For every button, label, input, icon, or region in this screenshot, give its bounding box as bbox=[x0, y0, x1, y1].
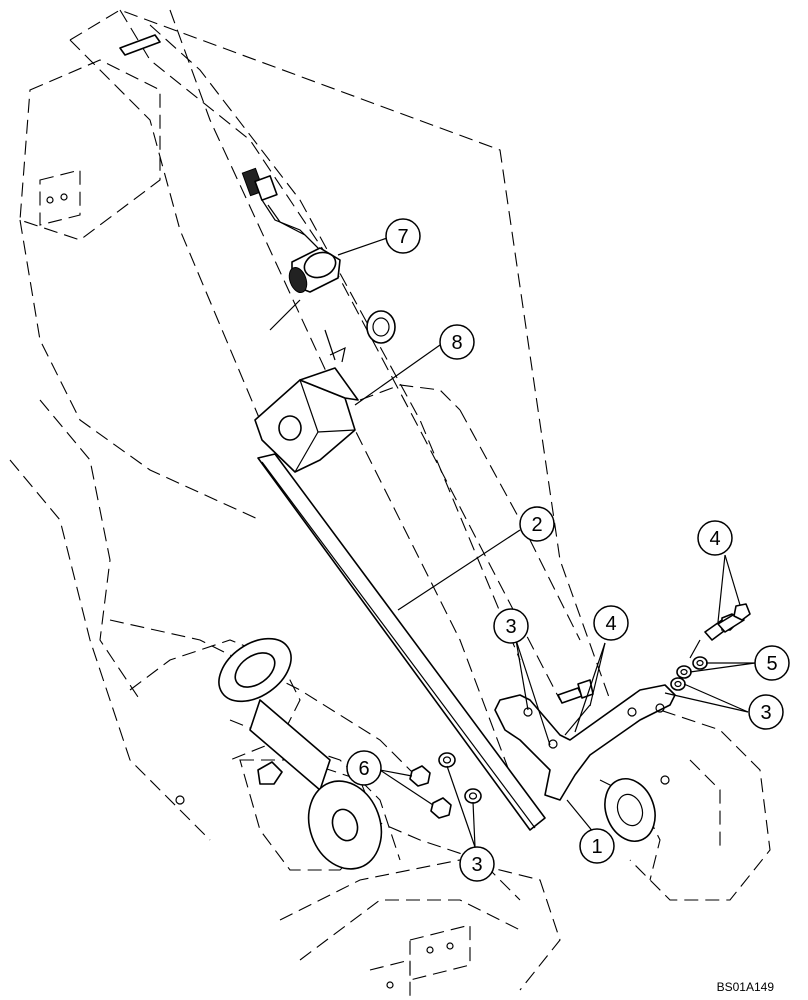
right-pivot-boss bbox=[604, 775, 670, 842]
callout-label: 4 bbox=[605, 613, 616, 635]
arm-slot bbox=[119, 34, 161, 56]
nuts-and-washers-lower bbox=[409, 752, 482, 819]
callout-label: 3 bbox=[760, 702, 771, 724]
callout-6: 6 bbox=[346, 750, 382, 786]
drawing-code: BS01A149 bbox=[716, 980, 774, 994]
callout-label: 5 bbox=[766, 653, 777, 675]
callout-label: 7 bbox=[397, 226, 408, 248]
callout-3-right: 3 bbox=[748, 694, 784, 730]
mounting-block bbox=[254, 367, 359, 473]
callout-label: 6 bbox=[358, 758, 369, 780]
callout-8: 8 bbox=[439, 324, 475, 360]
frame-holes bbox=[46, 193, 454, 989]
callout-4-middle: 4 bbox=[593, 605, 629, 641]
callout-3-lower: 3 bbox=[459, 846, 495, 882]
loader-arm-phantom-outline bbox=[9, 9, 771, 1000]
leader-lines bbox=[337, 237, 756, 848]
strip-rail bbox=[257, 453, 546, 831]
callout-label: 3 bbox=[471, 854, 482, 876]
callout-label: 1 bbox=[591, 836, 602, 858]
callout-3-upper: 3 bbox=[493, 608, 529, 644]
callout-4-upper-right: 4 bbox=[697, 520, 733, 556]
callout-5: 5 bbox=[754, 645, 790, 681]
callout-label: 8 bbox=[451, 332, 462, 354]
pivot-pin-assembly bbox=[218, 637, 383, 870]
callout-label: 4 bbox=[709, 528, 720, 550]
bolts-upper-right bbox=[689, 603, 751, 659]
washers-right bbox=[670, 656, 708, 691]
callout-2: 2 bbox=[519, 506, 555, 542]
callout-1: 1 bbox=[579, 828, 615, 864]
sensor-with-harness bbox=[241, 167, 346, 363]
callout-label: 2 bbox=[531, 514, 542, 536]
callout-label: 3 bbox=[505, 616, 516, 638]
bushing bbox=[366, 310, 396, 344]
callout-7: 7 bbox=[385, 218, 421, 254]
